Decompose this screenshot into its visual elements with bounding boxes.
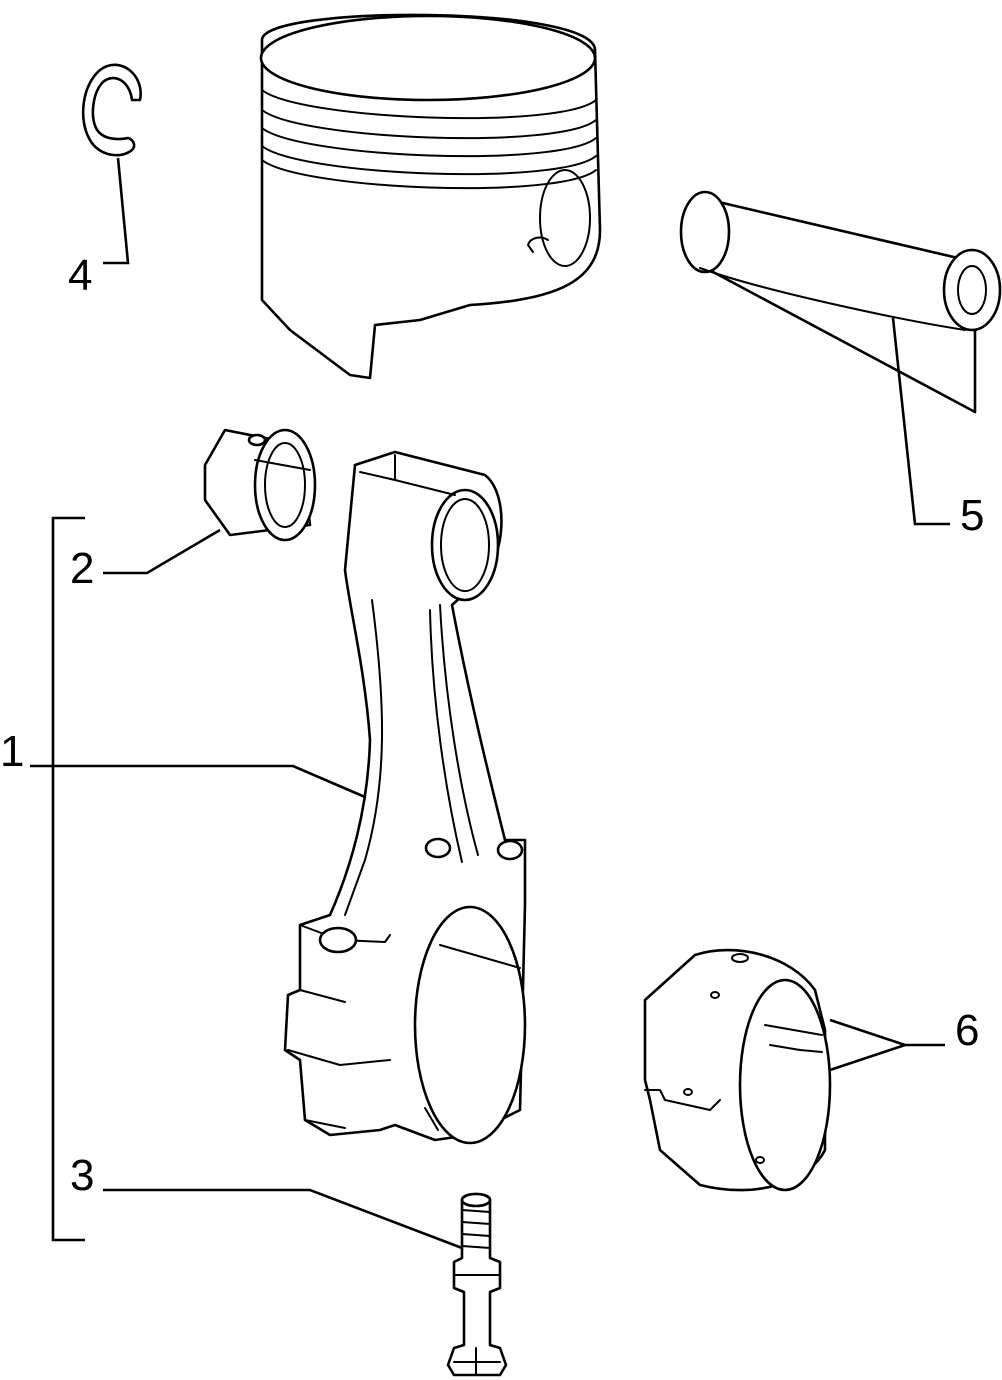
callout-labels: 1 2 3 4 5 6: [0, 251, 984, 1200]
small-end-bushing: [203, 428, 317, 542]
leader-2: [103, 528, 221, 575]
callout-3: 3: [70, 1151, 94, 1200]
callout-2: 2: [70, 544, 94, 593]
callout-5: 5: [960, 491, 984, 540]
callout-1: 1: [0, 727, 24, 776]
bracket-1: [51, 516, 85, 1242]
leader-1: [30, 764, 366, 799]
callout-6: 6: [955, 1006, 979, 1055]
circlip: [81, 63, 142, 157]
connecting-rod: [283, 450, 527, 1145]
leader-3: [103, 1188, 463, 1250]
callout-4: 4: [68, 251, 92, 300]
leader-4: [103, 157, 130, 265]
leader-6b: [829, 1043, 906, 1072]
leader-6a: [829, 1018, 945, 1047]
rod-bolt: [446, 1192, 508, 1377]
piston: [259, 13, 602, 380]
leader-5: [891, 317, 950, 526]
piston-pin: [679, 190, 1002, 414]
leader-lines: [30, 157, 950, 1250]
big-end-bearing-shells: [643, 948, 832, 1192]
